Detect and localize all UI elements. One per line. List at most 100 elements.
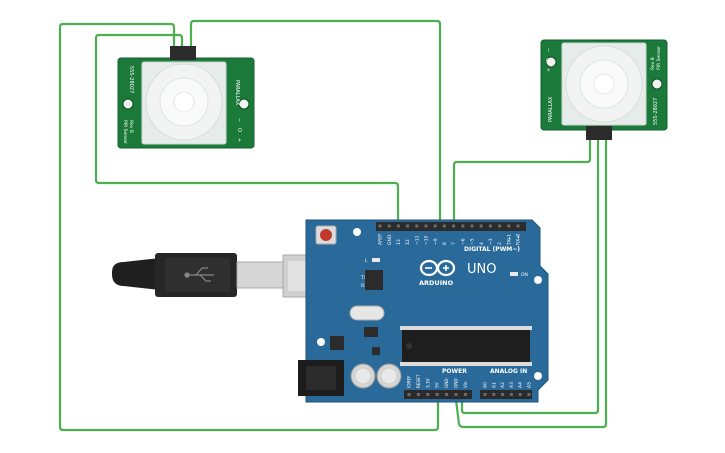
- crystal: [349, 305, 385, 321]
- digital-pin-hole[interactable]: [452, 224, 456, 228]
- wire-sensor2-signal[interactable]: [452, 138, 592, 228]
- digital-pin-hole[interactable]: [488, 224, 492, 228]
- sensor2-pin-signal: O: [546, 58, 552, 62]
- wire-sensor2-gnd[interactable]: [453, 138, 608, 429]
- sensor1-url: PIR Sensor: [122, 120, 128, 144]
- reset-button[interactable]: [315, 225, 337, 245]
- digital-pin-label: 8: [442, 242, 448, 245]
- digital-pin-label: ~11: [414, 235, 420, 245]
- digital-pin-label: 4: [479, 242, 485, 245]
- power-pin-label: GND: [444, 378, 449, 388]
- digital-pin-label: 2: [497, 242, 503, 245]
- digital-pin-label: GND: [387, 234, 393, 245]
- analog-pin-label: A4: [518, 382, 524, 388]
- analog-header: [480, 390, 532, 399]
- digital-pin-hole[interactable]: [461, 224, 465, 228]
- digital-pin-hole[interactable]: [415, 224, 419, 228]
- power-pin-label: RESET: [416, 374, 421, 388]
- digital-pin-label: 7: [451, 242, 457, 245]
- analog-label: ANALOG IN: [490, 368, 527, 375]
- power-pin-hole[interactable]: [407, 393, 411, 396]
- analog-pin-label: A5: [527, 382, 533, 388]
- power-label: POWER: [442, 368, 467, 375]
- sensor1-part-number: 555-28027: [128, 66, 134, 93]
- power-pin-label: 3.3V: [425, 378, 430, 388]
- analog-pin-hole[interactable]: [518, 393, 522, 396]
- sensor1-pin-minus: −: [236, 118, 242, 122]
- capacitor: [350, 363, 376, 389]
- digital-pin-hole[interactable]: [507, 224, 511, 228]
- analog-pin-label: A0: [483, 382, 489, 388]
- digital-pin-label: ~10: [424, 235, 430, 245]
- power-pin-hole[interactable]: [435, 393, 439, 396]
- sensor1-pin-plus: +: [236, 138, 242, 142]
- analog-pin-hole[interactable]: [509, 393, 513, 396]
- digital-pin-hole[interactable]: [516, 224, 520, 228]
- voltage-regulator: [330, 336, 344, 350]
- analog-pin-hole[interactable]: [501, 393, 505, 396]
- mount-hole: [651, 78, 663, 90]
- digital-label: DIGITAL (PWM~): [464, 246, 520, 253]
- digital-pin-hole[interactable]: [433, 224, 437, 228]
- led-l: [372, 258, 380, 262]
- board-model: UNO: [467, 262, 496, 277]
- sensor2-pin-minus: −: [546, 48, 552, 52]
- analog-pin-label: A3: [509, 382, 515, 388]
- analog-pin-hole[interactable]: [527, 393, 531, 396]
- wire-sensor2-vcc[interactable]: [460, 138, 600, 415]
- pin-header: [586, 126, 612, 140]
- led-rx-label: RX: [361, 283, 367, 289]
- smd-component: [364, 327, 378, 337]
- sensor1-brand: PARALLAX: [234, 80, 240, 106]
- mount-hole: [353, 228, 361, 236]
- mount-hole: [545, 56, 557, 68]
- mount-hole: [238, 98, 250, 110]
- digital-pin-label: AREF: [378, 233, 384, 245]
- sensor2-url: PIR Sensor: [656, 46, 662, 70]
- wire-sensor1-signal[interactable]: [94, 33, 400, 228]
- digital-header: [376, 222, 526, 231]
- digital-pin-holes: [378, 224, 520, 228]
- atmega-chip: [400, 326, 532, 366]
- wire-sensor1-vcc[interactable]: [58, 22, 440, 432]
- digital-pin-label: ~5: [470, 238, 476, 245]
- power-pin-hole[interactable]: [463, 393, 467, 396]
- power-pin-hole[interactable]: [445, 393, 449, 396]
- power-pin-label: IOREF: [407, 375, 412, 388]
- sensor1-revision: Rev B: [128, 120, 134, 133]
- digital-pin-hole[interactable]: [424, 224, 428, 228]
- sensor2-brand: PARALLAX: [548, 96, 554, 122]
- power-pin-label: Vin: [463, 381, 468, 388]
- wire-sensor1-gnd[interactable]: [189, 19, 442, 228]
- digital-pin-hole[interactable]: [498, 224, 502, 228]
- digital-pin-label: 12: [405, 239, 411, 245]
- mount-hole: [534, 372, 542, 380]
- digital-pin-hole[interactable]: [396, 224, 400, 228]
- pir-sensor-1[interactable]: 555-28027 PIR Sensor Rev B PARALLAX + O …: [117, 46, 255, 149]
- wires: [58, 19, 608, 432]
- sensor1-pin-signal: O: [236, 128, 242, 132]
- digital-pin-hole[interactable]: [479, 224, 483, 228]
- analog-pin-label: A1: [491, 382, 497, 388]
- power-pin-hole[interactable]: [416, 393, 420, 396]
- mount-hole: [317, 338, 325, 346]
- analog-pin-hole[interactable]: [492, 393, 496, 396]
- analog-pin-label: A2: [500, 382, 506, 388]
- digital-pin-hole[interactable]: [378, 224, 382, 228]
- digital-pin-hole[interactable]: [470, 224, 474, 228]
- power-pin-hole[interactable]: [426, 393, 430, 396]
- digital-pin-hole[interactable]: [406, 224, 410, 228]
- digital-pin-hole[interactable]: [442, 224, 446, 228]
- analog-pin-hole[interactable]: [483, 393, 487, 396]
- pir-sensor-2[interactable]: 555-28027 PIR Sensor Rev B PARALLAX − O …: [540, 39, 668, 140]
- led-on-label: ON: [521, 272, 528, 278]
- board-brand: ARDUINO: [419, 279, 454, 287]
- mount-hole: [534, 276, 542, 284]
- power-pin-hole[interactable]: [454, 393, 458, 396]
- digital-pin-label: TX▸1: [506, 234, 512, 246]
- digital-pin-hole[interactable]: [387, 224, 391, 228]
- sensor2-revision: Rev B: [650, 57, 656, 70]
- digital-pin-label: ~3: [488, 238, 494, 245]
